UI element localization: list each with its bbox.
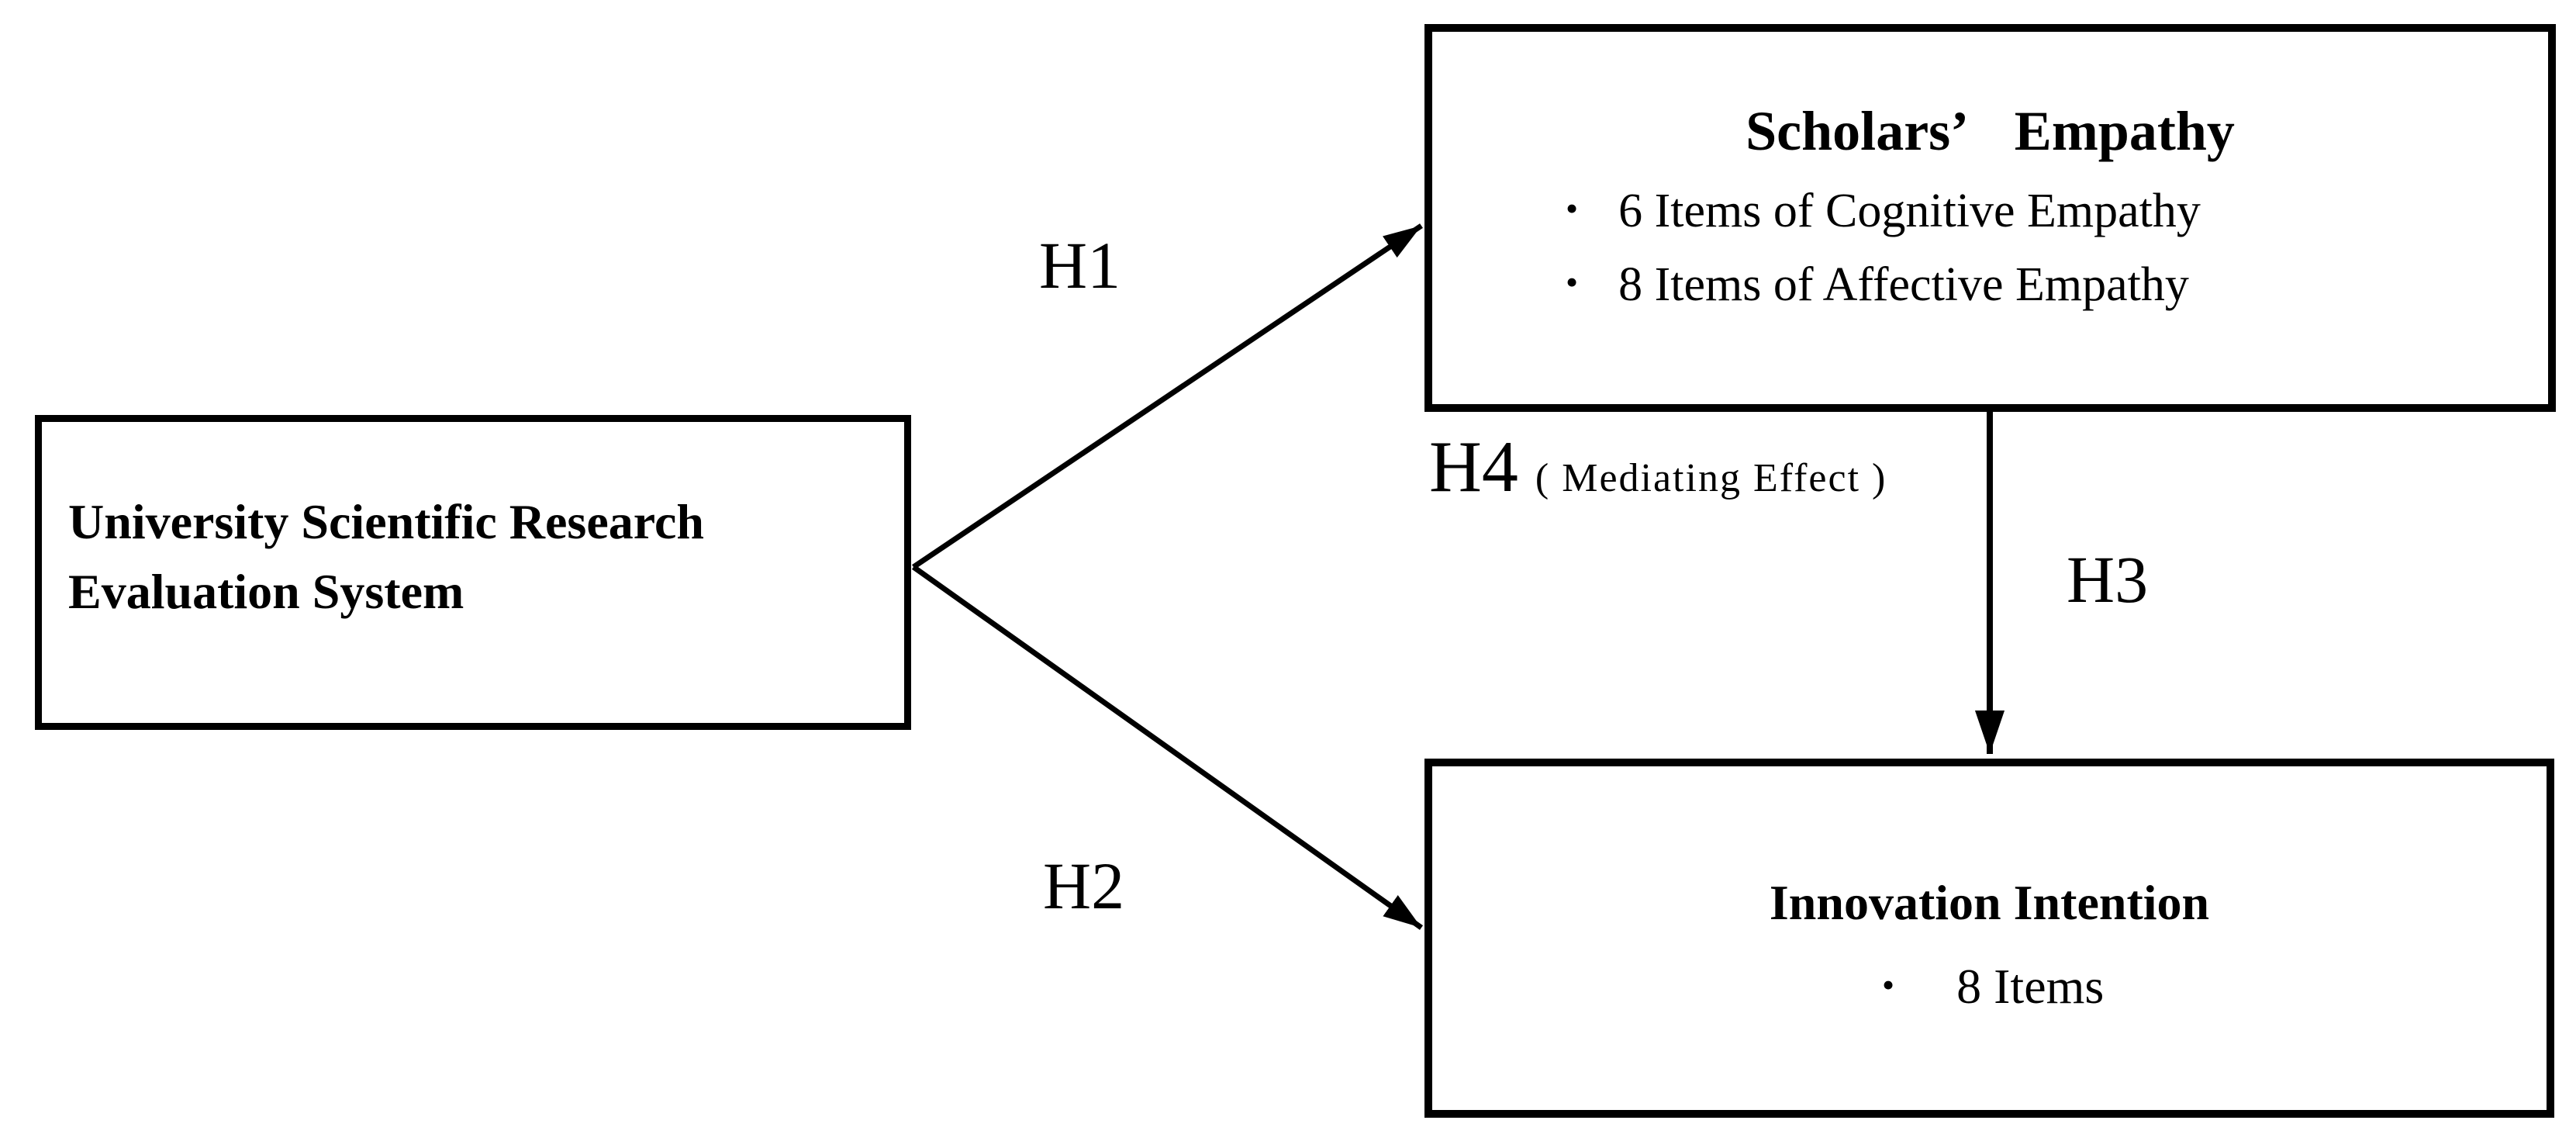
h3-label: H3: [2067, 542, 2149, 617]
mediator-bullet-text-2: 8 Items of Affective Empathy: [1618, 258, 2189, 311]
dependent-bullet-text-1: 8 Items: [1956, 959, 2105, 1014]
bullet-icon: •: [1882, 965, 1895, 1004]
h1-label: H1: [1039, 228, 1121, 303]
mediator-box-title: Scholars’ Empathy: [1746, 100, 2235, 162]
bullet-icon: •: [1566, 262, 1579, 302]
list-item: • 8 Items of Affective Empathy: [1566, 247, 2548, 320]
dependent-box-title: Innovation Intention: [1769, 875, 2210, 930]
list-item: • 6 Items of Cognitive Empathy: [1566, 173, 2548, 247]
mediator-variable-box: Scholars’ Empathy • 6 Items of Cognitive …: [1424, 24, 2556, 412]
dependent-bullet-list: • 8 Items: [1432, 951, 2547, 1021]
mediator-bullet-text-1: 6 Items of Cognitive Empathy: [1618, 185, 2201, 237]
independent-variable-title-line-2: Evaluation System: [68, 564, 464, 619]
h2-arrow: [911, 565, 1424, 930]
independent-variable-title-line-1: University Scientific Research: [68, 494, 704, 549]
h1-arrow: [912, 223, 1423, 569]
h4-label: H4 ( Mediating Effect ): [1429, 427, 1887, 507]
mediator-bullet-list: • 6 Items of Cognitive Empathy • 8 Items o…: [1432, 173, 2548, 320]
dependent-variable-box: Innovation Intention • 8 Items: [1424, 759, 2554, 1118]
h2-label: H2: [1043, 849, 1125, 923]
h4-mediating-effect-note: ( Mediating Effect ): [1535, 456, 1887, 500]
list-item: • 8 Items: [1882, 951, 2547, 1021]
independent-variable-box: University Scientific Research Evaluatio…: [35, 415, 911, 730]
h4-label-main: H4: [1429, 427, 1518, 507]
bullet-icon: •: [1566, 188, 1579, 228]
